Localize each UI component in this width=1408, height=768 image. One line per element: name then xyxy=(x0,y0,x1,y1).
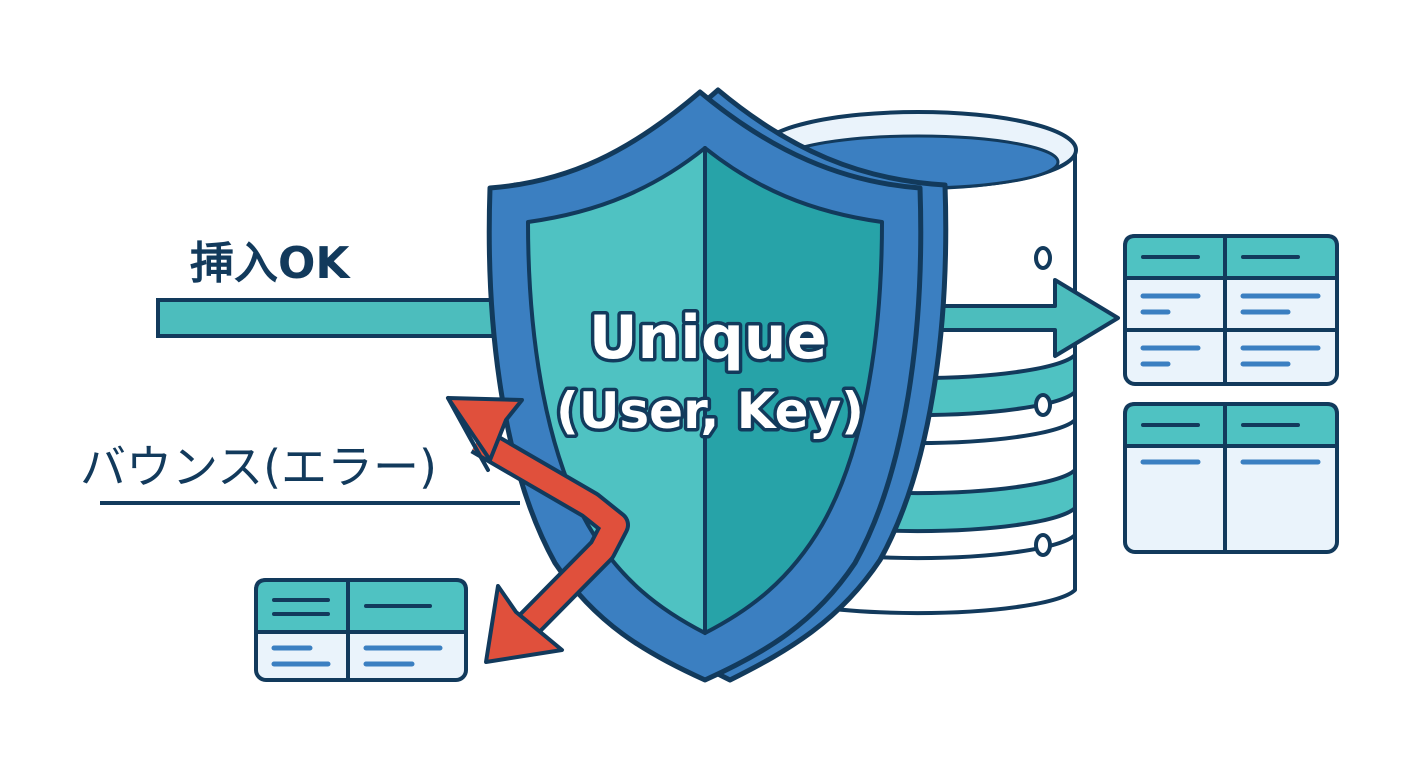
table-icon xyxy=(254,578,468,682)
insert-ok-arrow xyxy=(156,278,1120,358)
insert-ok-label: 挿入OK xyxy=(190,238,351,289)
shield-title: Unique xyxy=(589,303,827,373)
table-icon xyxy=(1123,402,1339,554)
shield-subtitle: (User, Key) xyxy=(556,382,864,440)
bounce-error-label: バウンス(エラー) xyxy=(80,440,437,494)
bounce-arrow-icon xyxy=(446,396,630,664)
table-icon xyxy=(1123,234,1339,386)
